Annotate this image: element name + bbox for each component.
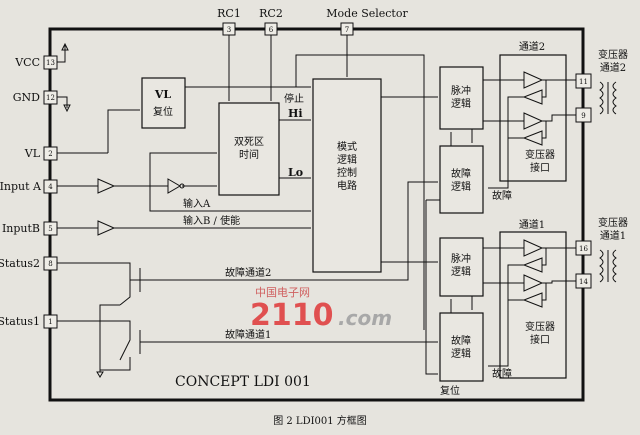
mode-logic-block: 模式 逻辑 控制 电路 xyxy=(312,78,382,273)
svg-text:14: 14 xyxy=(579,278,588,286)
svg-text:时间: 时间 xyxy=(239,148,259,161)
svg-text:2110: 2110 xyxy=(250,298,334,333)
svg-text:故障: 故障 xyxy=(451,334,471,347)
channel-1: 通道1 脉冲 逻辑 故障 逻辑 变压器 接口 故障 复位 xyxy=(439,218,576,397)
svg-text:脉冲: 脉冲 xyxy=(451,84,471,97)
input-b-enable-label: 输入B / 使能 xyxy=(183,214,240,227)
svg-text:逻辑: 逻辑 xyxy=(451,347,471,360)
pin-label-rc2: RC2 xyxy=(259,7,283,20)
pin-label-mode-selector: Mode Selector xyxy=(326,7,408,20)
svg-text:模式: 模式 xyxy=(337,140,357,153)
channel-2-label: 通道2 xyxy=(519,40,545,53)
svg-text:4: 4 xyxy=(48,183,53,191)
svg-text:逻辑: 逻辑 xyxy=(451,265,471,278)
pulse-logic-2 xyxy=(439,66,484,130)
pin-label-input-b: InputB xyxy=(2,222,40,235)
svg-text:3: 3 xyxy=(227,26,231,34)
svg-text:故障: 故障 xyxy=(451,167,471,180)
fault-logic-2 xyxy=(439,145,484,214)
right-pins: 11 9 16 14 xyxy=(575,73,592,289)
top-pins: 3 RC1 6 RC2 7 Mode Selector xyxy=(217,7,408,36)
dead-time-block: 双死区 时间 xyxy=(218,102,280,196)
chip-outline xyxy=(48,27,585,402)
transformer-1: 变压器 通道1 xyxy=(598,216,628,283)
pin-label-status2: Status2 xyxy=(0,257,40,270)
wiring xyxy=(57,35,440,378)
pin-label-input-a: Input A xyxy=(0,180,42,193)
svg-text:5: 5 xyxy=(48,225,52,233)
pin-label-vl: VL xyxy=(24,147,41,160)
svg-text:16: 16 xyxy=(579,245,588,253)
fault-label-2: 故障 xyxy=(492,189,512,202)
svg-text:逻辑: 逻辑 xyxy=(451,97,471,110)
svg-text:变压器: 变压器 xyxy=(525,320,555,333)
svg-text:12: 12 xyxy=(46,94,55,102)
svg-text:电路: 电路 xyxy=(337,179,357,192)
pin-label-rc1: RC1 xyxy=(217,7,241,20)
fault-channel-2-label: 故障通道2 xyxy=(225,266,271,279)
svg-text:接口: 接口 xyxy=(530,333,550,346)
svg-text:11: 11 xyxy=(579,78,588,86)
svg-text:逻辑: 逻辑 xyxy=(451,180,471,193)
channel-2: 通道2 脉冲 逻辑 故障 逻辑 变压器 接口 故障 xyxy=(439,40,576,214)
svg-text:接口: 接口 xyxy=(530,161,550,174)
chip-title: CONCEPT LDI 001 xyxy=(175,374,311,390)
svg-text:通道2: 通道2 xyxy=(600,61,626,74)
transformer-2: 变压器 通道2 xyxy=(598,48,628,115)
vl-reset-block: VL 复位 xyxy=(141,77,186,129)
svg-text:8: 8 xyxy=(48,260,52,268)
svg-text:7: 7 xyxy=(345,26,349,34)
svg-text:双死区: 双死区 xyxy=(234,136,264,148)
svg-text:脉冲: 脉冲 xyxy=(451,252,471,265)
left-pins: 13 VCC 12 GND 2 VL 4 Input A 5 InputB 8 … xyxy=(0,42,71,329)
svg-text:中国电子网: 中国电子网 xyxy=(255,286,310,299)
svg-text:VL: VL xyxy=(154,88,172,101)
svg-text:变压器: 变压器 xyxy=(598,48,628,61)
pin-label-vcc: VCC xyxy=(14,56,40,69)
watermark-logo: 中国电子网 2110 .com xyxy=(250,286,392,333)
pin-label-status1: Status1 xyxy=(0,315,40,328)
stop-label: 停止 xyxy=(284,92,304,105)
svg-text:1: 1 xyxy=(48,318,52,326)
figure-caption: 图 2 LDI001 方框图 xyxy=(273,414,367,427)
svg-text:13: 13 xyxy=(46,59,55,67)
svg-text:2: 2 xyxy=(48,150,52,158)
svg-text:复位: 复位 xyxy=(153,105,173,118)
fault-label-1: 故障 xyxy=(492,367,512,380)
svg-text:6: 6 xyxy=(269,26,274,34)
svg-text:.com: .com xyxy=(338,306,392,330)
lo-label: Lo xyxy=(288,166,303,179)
hi-label: Hi xyxy=(288,107,303,120)
pin-label-gnd: GND xyxy=(13,91,40,104)
svg-text:变压器: 变压器 xyxy=(598,216,628,229)
svg-text:通道1: 通道1 xyxy=(600,229,626,242)
fault-logic-1 xyxy=(439,312,484,382)
svg-text:9: 9 xyxy=(581,112,585,120)
svg-text:逻辑: 逻辑 xyxy=(337,153,357,166)
input-a-signal-label: 输入A xyxy=(183,197,211,210)
pulse-logic-1 xyxy=(439,237,484,297)
fault-channel-1-label: 故障通道1 xyxy=(225,328,271,341)
reset-label: 复位 xyxy=(440,384,460,397)
channel-1-label: 通道1 xyxy=(519,218,545,231)
svg-text:变压器: 变压器 xyxy=(525,148,555,161)
svg-text:控制: 控制 xyxy=(337,166,357,179)
